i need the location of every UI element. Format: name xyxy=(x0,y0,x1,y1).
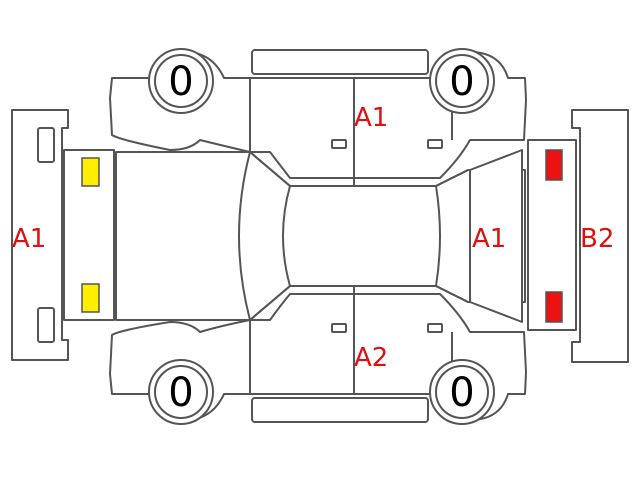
bottom-step xyxy=(251,397,429,423)
red-light-mark-bottom xyxy=(545,291,563,323)
bottom-handle-front xyxy=(331,323,347,333)
tire-rear-right xyxy=(429,359,495,425)
tire-rear-left-value: 0 xyxy=(449,59,474,105)
tire-front-right-value: 0 xyxy=(168,370,193,416)
code-bottom-doors: A2 xyxy=(354,343,388,373)
roof-view xyxy=(115,149,526,323)
yellow-light-mark-top xyxy=(81,157,100,187)
yellow-light-mark-bottom xyxy=(81,283,100,313)
top-handle-front xyxy=(331,139,347,149)
code-top-doors: A1 xyxy=(354,103,388,133)
left-bumper-panel xyxy=(11,109,69,361)
top-handle-rear xyxy=(427,139,443,149)
tire-rear-left xyxy=(429,48,495,114)
tire-front-right xyxy=(148,359,214,425)
code-rear-window: A1 xyxy=(472,224,506,254)
top-step xyxy=(251,49,429,75)
code-left-panel: A1 xyxy=(12,224,46,254)
tire-front-left xyxy=(148,48,214,114)
bottom-handle-rear xyxy=(427,323,443,333)
rear-window xyxy=(469,149,523,323)
right-bumper-panel xyxy=(571,109,629,363)
red-light-mark-top xyxy=(545,149,563,181)
tire-front-left-value: 0 xyxy=(168,59,193,105)
top-side-body xyxy=(109,51,527,179)
code-right-panel: B2 xyxy=(580,224,614,254)
tire-rear-right-value: 0 xyxy=(449,370,474,416)
